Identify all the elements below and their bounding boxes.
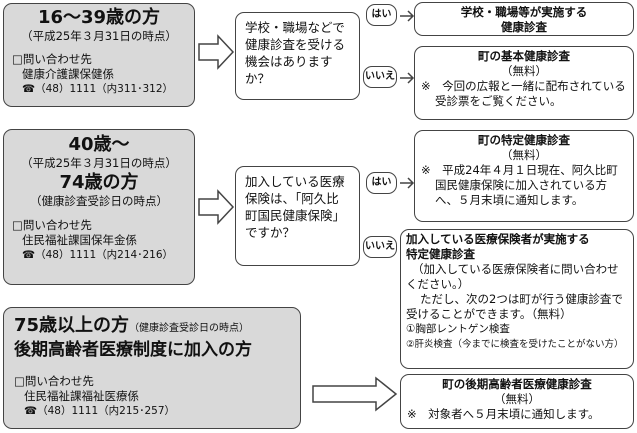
age-40-date: （平成25年３月31日の時点） [21,156,177,170]
no-tag: いいえ [363,66,397,88]
contact-dept: 健康介護課保健係 [22,67,114,81]
age-74-title: 74歳の方 [59,172,139,193]
late-elderly-title: 後期高齢者医療制度に加入の方 [14,340,252,360]
arrow-right-icon [400,177,415,189]
result-specific-checkup: 町の特定健康診査 （無料） ※ 平成24年４月１日現在、阿久比町国民健康保険に加… [414,130,634,222]
contact-dept: 住民福祉課福祉医療係 [24,389,139,403]
result-insurer-note-1: （加入している医療保険者に問い合わせください。） [406,262,619,291]
result-elderly-checkup: 町の後期高齢者医療健康診査 （無料） ※ 対象者へ５月末頃に通知します。 [400,374,634,429]
result-insurer-note-2: ただし、次の2つは町が行う健康診査で受けることができます。（無料） [406,292,623,321]
arrow-right-icon [400,72,415,84]
result-insurer-title-1: 加入している医療保険者が実施する [406,232,590,246]
contact-phone: ☎（48）1111（内215･257） [24,405,175,417]
contact-phone: ☎（48）1111（内311･312） [22,83,173,95]
arrow-right-icon [400,10,415,22]
result-basic-title: 町の基本健康診査 [478,49,570,63]
yes-tag: はい [366,4,397,26]
arrow-right-icon [312,376,398,412]
age-75-title-row: 75歳以上の方（健康診査受診日の時点） [14,314,290,338]
result-school-title-1: 学校・職場等が実施する [460,5,588,19]
age-16-39-title: 16〜39歳の方 [37,7,161,28]
age-16-39-date: （平成25年３月31日の時点） [21,29,177,43]
age-75-title: 75歳以上の方 [14,315,130,336]
contact-label: □問い合わせ先 [12,218,92,232]
result-school-checkup: 学校・職場等が実施する 健康診査 [414,2,634,36]
contact-phone: ☎（48）1111（内214･216） [22,249,173,261]
question-school-workplace: 学校・職場などで健康診査を受ける機会はありますか？ [235,12,360,100]
result-specific-fee: （無料） [501,148,547,162]
age-74-date: （健康診査受診日の時点） [30,194,168,208]
result-specific-title: 町の特定健康診査 [478,133,570,147]
age-75-plus-box: 75歳以上の方（健康診査受診日の時点） 後期高齢者医療制度に加入の方 □問い合わ… [3,307,301,429]
result-elderly-note: ※ 対象者へ５月末頃に通知します。 [407,407,600,421]
yes-tag: はい [366,172,397,194]
age-40-74-box: 40歳〜 （平成25年３月31日の時点） 74歳の方 （健康診査受診日の時点） … [3,129,195,285]
result-school-title-2: 健康診査 [501,20,547,34]
contact-label: □問い合わせ先 [12,52,92,66]
result-insurer-item-1: ①胸部レントゲン検査 [406,323,510,335]
result-specific-note: ※ 平成24年４月１日現在、阿久比町国民健康保険に加入されている方へ、５月末頃に… [421,163,618,207]
age-75-date: （健康診査受診日の時点） [129,323,250,334]
no-tag: いいえ [363,236,397,258]
question-insurance-text: 加入している医療保険は、「阿久比町国民健康保険」ですか？ [245,174,346,240]
result-elderly-title: 町の後期高齢者医療健康診査 [442,377,592,391]
question-school-text: 学校・職場などで健康診査を受ける機会はありますか？ [245,20,346,86]
age-16-39-box: 16〜39歳の方 （平成25年３月31日の時点） □問い合わせ先 健康介護課保健… [3,3,195,107]
contact-dept: 住民福祉課国保年金係 [22,233,137,247]
result-basic-checkup: 町の基本健康診査 （無料） ※ 今回の広報と一緒に配布されている受診票をご覧くだ… [414,46,634,120]
age-40-title: 40歳〜 [68,134,130,155]
result-elderly-fee: （無料） [494,392,540,406]
arrow-right-icon [198,34,235,70]
result-basic-fee: （無料） [501,64,547,78]
result-basic-note: ※ 今回の広報と一緒に配布されている受診票をご覧ください。 [421,79,626,108]
result-insurer-item-2: ②肝炎検査（今までに検査を受けたことがない方） [406,339,624,350]
contact-label: □問い合わせ先 [14,374,94,388]
result-insurer-title-2: 特定健康診査 [406,247,475,261]
question-insurance: 加入している医療保険は、「阿久比町国民健康保険」ですか？ [235,166,360,266]
result-insurer-checkup: 加入している医療保険者が実施する 特定健康診査 （加入している医療保険者に問い合… [400,229,634,369]
arrow-right-icon [198,189,235,225]
